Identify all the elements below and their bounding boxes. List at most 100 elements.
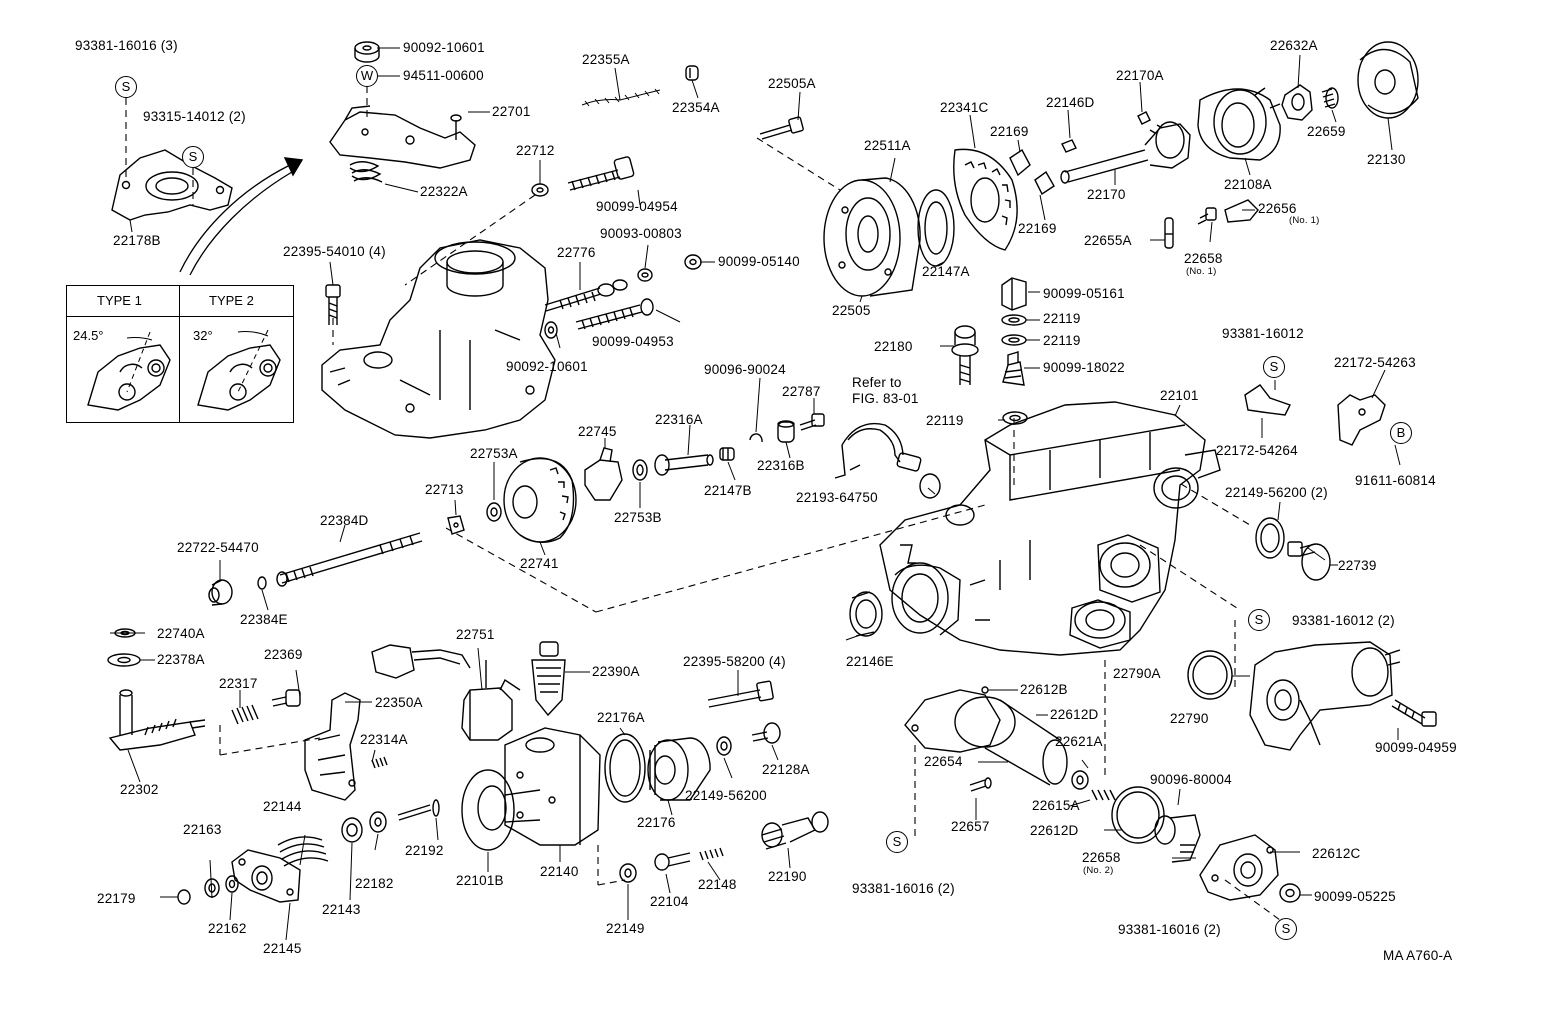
shaft-22384d: [276, 532, 423, 587]
part-label: 22101: [1160, 388, 1199, 403]
part-label: 22621A: [1055, 734, 1103, 749]
part-label: 22169: [990, 124, 1029, 139]
part-label: 22612D: [1050, 707, 1099, 722]
part-label: 22657: [951, 819, 990, 834]
part-label: 22790A: [1113, 666, 1161, 681]
spring-22317: [231, 704, 259, 725]
part-label: 22701: [492, 104, 531, 119]
part-label: 22104: [650, 894, 689, 909]
part-label: 22322A: [420, 184, 468, 199]
part-label: 22179: [97, 891, 136, 906]
bolt-90099-04959: [1391, 699, 1437, 727]
part-label: 22170: [1087, 187, 1126, 202]
part-label: 22180: [874, 339, 913, 354]
plug-22179: [177, 889, 191, 905]
type-box-separator: [179, 286, 180, 422]
nut-90099-05140: [684, 254, 702, 270]
pin-22192: [397, 799, 440, 821]
part-label: 22341C: [940, 100, 989, 115]
washer-22149: [619, 863, 637, 883]
part-label: 22119: [1043, 333, 1081, 348]
part-label: 22654: [924, 754, 963, 769]
washer-22119c: [1002, 411, 1028, 425]
part-label: 90092-10601: [506, 359, 588, 374]
part-label: 90099-18022: [1043, 360, 1125, 375]
part-label: 22511A: [864, 138, 911, 153]
part-label: 22656: [1258, 201, 1297, 216]
nut-22621a: [1071, 770, 1089, 790]
head-22140: [504, 727, 601, 846]
flange-22612b: [904, 686, 1001, 753]
part-label: 94511-00600: [403, 68, 484, 83]
part-label: 22128A: [762, 762, 810, 777]
sleeve-22612d: [954, 696, 1068, 786]
clip-22172-54264: [1244, 384, 1291, 416]
part-label: 22130: [1367, 152, 1406, 167]
part-label: 93381-16016 (3): [75, 38, 178, 53]
assembly-lines: [125, 86, 1281, 921]
washer-22753a: [486, 502, 502, 522]
part-label: 22314A: [360, 732, 408, 747]
washer-90092-10601b: [544, 321, 558, 339]
type2-angle: 32°: [193, 328, 213, 343]
bolt-22395-58200: [707, 680, 774, 708]
part-label: 22149: [606, 921, 645, 936]
part-label: 22350A: [375, 695, 423, 710]
symbol-w: W: [356, 65, 378, 87]
part-label: 22354A: [672, 100, 720, 115]
type1-angle: 24.5°: [73, 328, 104, 343]
part-label-note: (No. 1): [1289, 215, 1320, 226]
part-label: 22395-58200 (4): [683, 654, 786, 669]
spring-22144: [277, 836, 329, 867]
governor-22790: [1249, 641, 1401, 751]
sleeve-22316b: [777, 420, 795, 443]
ring-90096-90024: [749, 433, 763, 443]
part-label: 22163: [183, 822, 222, 837]
screw-22369: [271, 689, 301, 707]
screw-22787: [799, 413, 825, 431]
part-label-note: (No. 2): [1083, 865, 1114, 876]
o-ring-22790a: [1187, 650, 1233, 700]
valve-22658-no2: [1154, 814, 1201, 863]
type2-heading: TYPE 2: [209, 293, 254, 308]
part-label: 22317: [219, 676, 258, 691]
lever-22745: [584, 447, 623, 501]
part-label: 22162: [208, 921, 247, 936]
part-label: 93315-14012 (2): [143, 109, 246, 124]
part-label: 22147A: [922, 264, 970, 279]
part-label: 22612C: [1312, 846, 1361, 861]
screw-22128a: [751, 722, 781, 744]
part-label: 22722-54470: [177, 540, 259, 555]
part-label: 22658: [1184, 251, 1223, 266]
part-label: 22190: [768, 869, 807, 884]
part-label-note: (No. 1): [1186, 266, 1217, 277]
nut-90099-05225: [1279, 883, 1301, 903]
nut-22722-54470: [208, 579, 233, 606]
part-label: 22612D: [1030, 823, 1079, 838]
symbol-s: S: [1248, 609, 1270, 631]
lever-22302: [108, 689, 206, 751]
type-box-divider: [67, 316, 293, 317]
part-label: 22143: [322, 902, 361, 917]
chain-22355a: [581, 88, 661, 107]
part-label: 22655A: [1084, 233, 1132, 248]
symbol-s: S: [1275, 918, 1297, 940]
bracket-22178b: [111, 149, 233, 221]
type-arrow: [179, 157, 304, 276]
screw-22104: [654, 852, 691, 871]
diaphragm-22101b: [461, 769, 541, 851]
valve-90099-18022: [1002, 351, 1025, 386]
type1-heading: TYPE 1: [97, 293, 142, 308]
part-label: 22140: [540, 864, 579, 879]
key-22170a: [1137, 111, 1151, 125]
washer-22378a: [107, 653, 141, 667]
plate-22145: [231, 849, 301, 903]
part-label: 90099-04959: [1375, 740, 1457, 755]
cover-22612c: [1199, 834, 1279, 901]
part-label: 22176A: [597, 710, 645, 725]
cap-22143: [341, 817, 363, 843]
pin-22316a: [654, 454, 714, 476]
washer-22753b: [632, 459, 648, 481]
valve-22390a: [531, 641, 566, 717]
